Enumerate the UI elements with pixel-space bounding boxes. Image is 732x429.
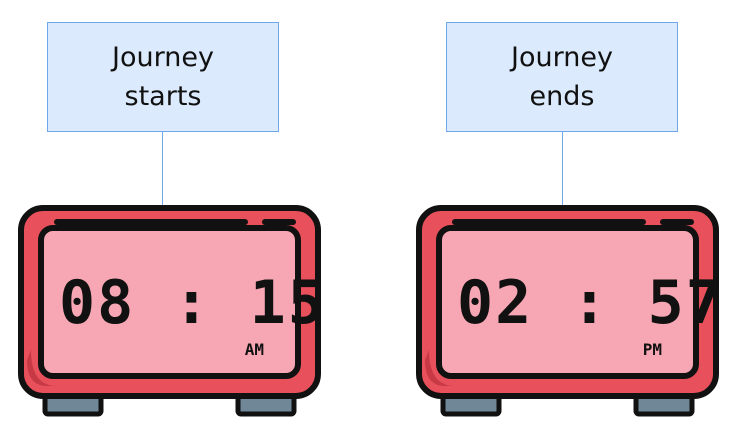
journey-end-clock: 02 : 57 PM (415, 200, 722, 420)
journey-start-meridiem: AM (244, 340, 264, 359)
journey-end-hours: 02 (457, 268, 534, 338)
journey-end-label-line1: Journey (511, 41, 613, 73)
journey-end-label: Journey ends (446, 22, 678, 132)
journey-end-label-line2: ends (529, 81, 595, 112)
journey-end-minutes: 57 (647, 268, 724, 338)
journey-start-label-line2: starts (124, 81, 202, 112)
journey-end-separator: : (571, 268, 610, 338)
journey-start-hours: 08 (59, 268, 136, 338)
digital-alarm-clock-icon (18, 205, 321, 417)
journey-start-separator: : (173, 268, 212, 338)
digital-alarm-clock-icon (416, 205, 719, 417)
journey-start-minutes: 15 (249, 268, 326, 338)
journey-end-time: 02 : 57 (457, 268, 722, 338)
journey-start-time: 08 : 15 (59, 268, 324, 338)
journey-end-connector (562, 132, 563, 205)
journey-start-label-line1: Journey (112, 41, 214, 73)
journey-start-connector (162, 132, 163, 205)
journey-end-meridiem: PM (642, 340, 662, 359)
journey-start-label: Journey starts (47, 22, 279, 132)
journey-start-clock: 08 : 15 AM (17, 200, 324, 420)
